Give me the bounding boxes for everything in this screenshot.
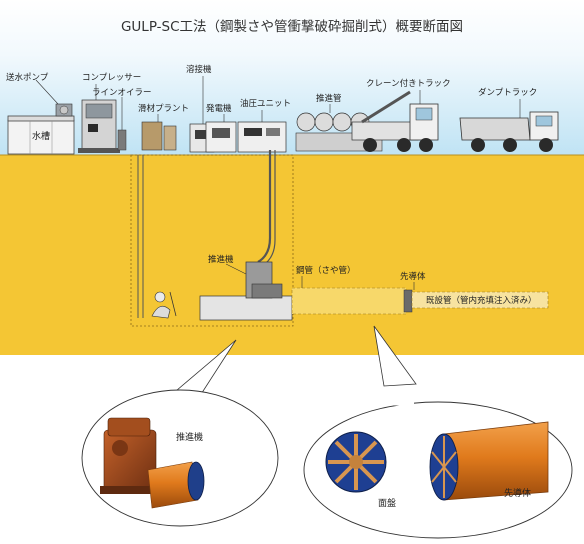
ground [0,155,584,355]
lubricant-plant-label: 滑材プラント [138,103,189,114]
pilot-head-label: 先導体 [400,271,426,282]
compressor-label: コンプレッサー [82,73,141,83]
pump-label: 送水ポンプ [6,72,49,83]
detail-face-plate-label: 面盤 [378,497,396,509]
launch-shaft [130,154,294,327]
lubricant-plant: 滑材プラント [138,103,189,151]
jacking-machine-label: 推進機 [208,254,234,265]
steel-pipe-label: 鋼管（さや管） [296,265,356,276]
face-plate-illustration: 面盤 [325,431,396,509]
jacking-machine: 推進機 [199,254,293,321]
line-oiler: ラインオイラー [92,88,152,151]
dump-truck-label: ダンプトラック [478,87,537,98]
water-tank-label: 水槽 [32,130,50,142]
push-pipe-label: 推進管 [316,93,342,104]
detail-jacking-machine-label: 推進機 [176,431,203,443]
worker [151,291,177,319]
crane-truck: クレーン付きトラック [351,78,451,152]
water-pump: 送水ポンプ [6,72,73,117]
welder-label: 溶接機 [186,64,212,75]
diagram-title: GULP-SC工法（鋼製さや管衝撃破砕掘削式）概要断面図 [121,19,463,35]
generator-label: 発電機 [206,103,232,114]
compressor: コンプレッサー [78,73,141,153]
crane-truck-label: クレーン付きトラック [366,78,451,89]
steel-casing-pipe: 鋼管（さや管） [291,265,407,315]
hydraulic-unit: 油圧ユニット [237,98,291,153]
line-oiler-label: ラインオイラー [92,88,152,98]
water-tank: 水槽 [7,115,75,155]
existing-pipe: 既設管（管内充填注入済み） [411,291,549,309]
detail-pilot-head-label: 先導体 [504,487,531,499]
existing-pipe-label: 既設管（管内充填注入済み） [426,295,537,306]
hydraulic-unit-label: 油圧ユニット [240,98,291,109]
jacking-machine-illustration: 推進機 [100,417,205,509]
pilot-head-illustration: 先導体 [429,421,549,501]
generator: 発電機 [205,103,237,153]
dump-truck: ダンプトラック [459,87,559,152]
